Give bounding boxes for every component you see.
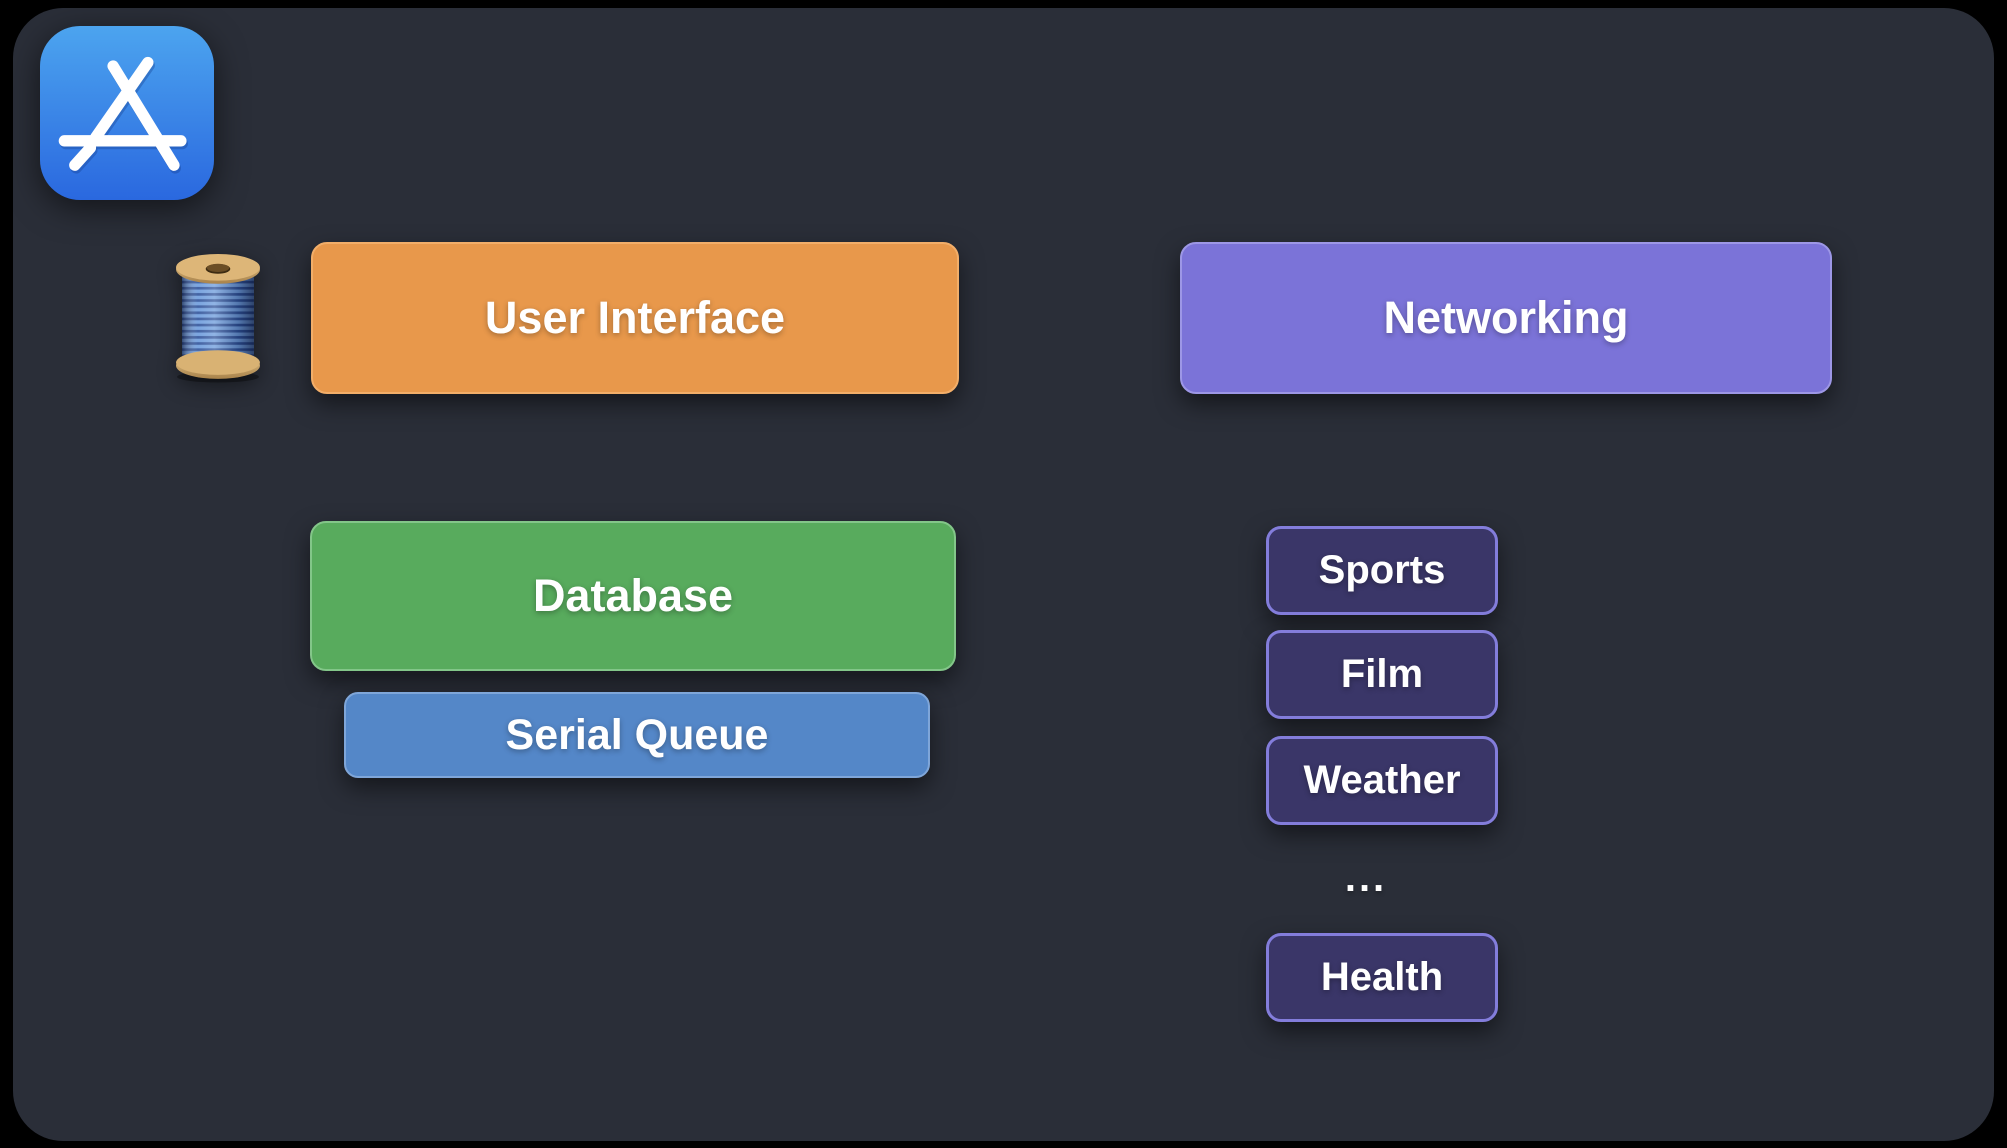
node-topic-weather-label: Weather: [1303, 758, 1461, 802]
node-networking-label: Networking: [1383, 292, 1629, 343]
node-topic-weather: Weather: [1266, 736, 1498, 825]
app-store-icon: [40, 26, 214, 200]
node-database-label: Database: [532, 570, 734, 621]
node-topic-health: Health: [1266, 933, 1498, 1022]
node-topic-film: Film: [1266, 630, 1498, 719]
node-user-interface: User Interface: [311, 242, 959, 394]
node-topic-sports: Sports: [1266, 526, 1498, 615]
node-networking: Networking: [1180, 242, 1832, 394]
node-topic-health-label: Health: [1320, 955, 1444, 999]
node-user-interface-label: User Interface: [484, 292, 786, 343]
node-topic-film-label: Film: [1340, 652, 1424, 696]
thread-spool-icon: [176, 254, 260, 383]
node-topic-sports-label: Sports: [1318, 548, 1446, 592]
node-serial-queue: Serial Queue: [344, 692, 930, 778]
node-serial-queue-label: Serial Queue: [505, 710, 769, 759]
node-database: Database: [310, 521, 956, 671]
topics-ellipsis: ...: [1344, 855, 1388, 900]
